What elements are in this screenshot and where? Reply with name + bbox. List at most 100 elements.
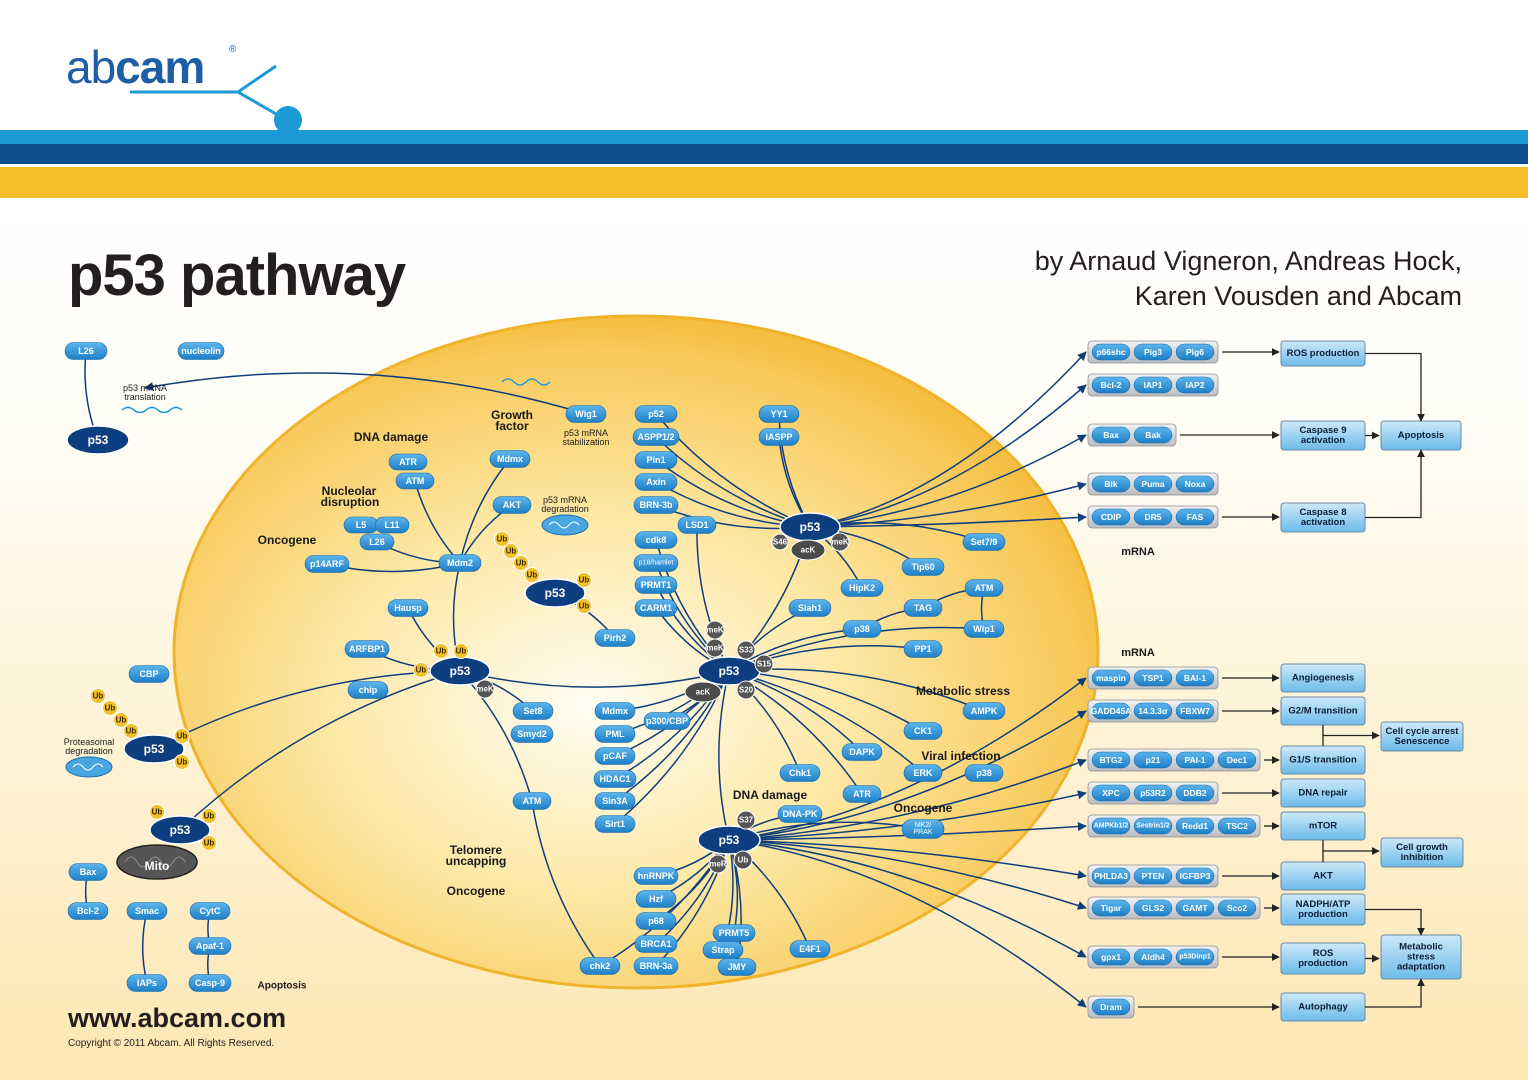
mitochondrion-cristae (124, 856, 186, 868)
gene-row_bcl2-2-label: IAP2 (1186, 380, 1205, 390)
gene-row_p66-2-label: Pig6 (1186, 347, 1204, 357)
ubiquitin-ub_m3-shape (413, 662, 429, 678)
outcome-out_g1s-label: G1/S transition (1289, 755, 1357, 766)
website-link[interactable]: www.abcam.com (68, 1003, 287, 1033)
outcome-out_ros2-label-line-1: ROS (1313, 948, 1334, 959)
edge-p53-to-row_blk (809, 481, 1087, 528)
mod-mod_mek_mid-label: meK (476, 685, 494, 694)
node-iaspp-label: iASPP (765, 432, 792, 442)
label-lbl_trans1: p53 mRNA (123, 383, 167, 393)
ubiquitin-ub_p4-label: Ub (126, 727, 137, 736)
node-akt1: AKT (492, 496, 532, 514)
node-brn3a-label: BRN-3a (640, 961, 674, 971)
node-arfbp1: ARFBP1 (344, 640, 390, 658)
ubiquitin-ub_m2-label: Ub (456, 647, 467, 656)
node-p53_top-label: p53 (800, 520, 821, 534)
label-lbl_mito: Mito (145, 859, 170, 873)
node-prmt1-shape (634, 576, 678, 594)
gene-row-row_tigar-frame (1087, 896, 1261, 920)
edge-lsd1-to-p53_center (696, 524, 730, 672)
label-lbl_telo2-text: uncapping (446, 854, 507, 868)
label-lbl_gf1: Growth (491, 408, 533, 422)
node-p300-shape (643, 712, 691, 730)
gene-row_ampk-1-label: Sestrin1/2 (1136, 823, 1170, 830)
proteasome-icon-2 (541, 514, 589, 536)
mrna-squiggle-left (121, 406, 183, 414)
gene-row_p66-1-label: Pig3 (1144, 347, 1162, 357)
node-smac: Smac (126, 902, 168, 920)
gene-row_bax-1-label: Bak (1145, 430, 1161, 440)
ubiquitin-ub_d6-shape (576, 598, 592, 614)
ubiquitin-ub_p3: Ub (113, 712, 129, 728)
outcome-out_mtor-label: mTOR (1309, 821, 1337, 832)
ubiquitin-ub_p1: Ub (90, 688, 106, 704)
gene-row_maspin-0-label: maspin (1096, 673, 1126, 683)
node-atm3: ATM (964, 579, 1004, 597)
node-chk1-shape (779, 764, 821, 782)
node-l26_top-shape (64, 342, 108, 360)
gene-row_tigar-2-label: GAMT (1182, 903, 1208, 913)
connector-out_autophagy-to-out_metab (1365, 978, 1425, 1008)
mod-mod_s15-label: S15 (757, 660, 772, 669)
gene-row_phlda-2-label: IGFBP3 (1180, 871, 1211, 881)
outcome-out_autophagy: Autophagy (1280, 992, 1366, 1022)
gene-row_btg2-1 (1133, 751, 1173, 769)
gene-row_phlda-0 (1091, 867, 1131, 885)
node-bcl2_l-shape (67, 902, 109, 920)
node-brn3a-shape (633, 957, 679, 975)
edge-p53-to-row_btg2 (728, 758, 1087, 841)
node-erk-shape (903, 764, 943, 782)
node-hipk2-shape (840, 579, 884, 597)
node-nucleolin: nucleolin (177, 342, 225, 360)
node-cbp-shape (128, 665, 170, 683)
ubiquitin-ub_d1-shape (494, 531, 510, 547)
edge-p53-to-row_tigar (728, 839, 1087, 910)
ubiquitin-ub_d5-label: Ub (579, 576, 590, 585)
node-bcl2_l: Bcl-2 (67, 902, 109, 920)
node-tag-shape (903, 599, 943, 617)
node-p38_2-shape (964, 764, 1004, 782)
node-sin3a-label: Sin3A (602, 796, 628, 806)
ubiquitin-ub_mt2-label: Ub (204, 812, 215, 821)
node-hdac1: HDAC1 (593, 770, 637, 788)
edge-p53-to-row_gadd (728, 710, 1087, 841)
outcome-out_growth-label-line-2: inhibition (1401, 852, 1444, 863)
outcome-out_angio: Angiogenesis (1280, 663, 1366, 693)
gene-row_phlda-1 (1133, 867, 1173, 885)
gene-row_xpc-2 (1175, 784, 1215, 802)
node-mdmx1-shape (489, 450, 531, 468)
node-brca1: BRCA1 (634, 935, 678, 953)
gene-row_cdip-0 (1091, 508, 1131, 526)
outcome-out_dna-box (1280, 778, 1366, 808)
mod-mod_ack1-shape (790, 539, 826, 561)
node-siah1: Siah1 (788, 599, 832, 617)
mod-mod_mer-shape (708, 854, 728, 874)
node-yy1-shape (758, 405, 800, 423)
mod-mod_ub_b-shape (733, 850, 753, 870)
stripe-light-blue (0, 130, 1528, 144)
label-lbl_viral: Viral infection (921, 749, 1000, 763)
gene-row_tigar-0-label: Tigar (1101, 903, 1122, 913)
gene-row_tigar-3 (1217, 899, 1257, 917)
node-chk2: chk2 (579, 957, 621, 975)
gene-row_gadd-2-label: FBXW7 (1180, 706, 1210, 716)
node-p53_center-label: p53 (719, 664, 740, 678)
node-tag: TAG (903, 599, 943, 617)
gene-row_gadd-1-label: 14.3.3σ (1138, 706, 1168, 716)
node-cdk8-shape (634, 531, 678, 549)
mod-mod_ub_b-label: Ub (738, 856, 749, 865)
node-set79-shape (962, 533, 1006, 551)
ubiquitin-ub_p5: Ub (174, 728, 190, 744)
edge-p53-to-row_bax (809, 434, 1087, 528)
node-jmy-shape (717, 958, 757, 976)
node-atr2: ATR (842, 785, 882, 803)
node-sirt1: Sirt1 (594, 815, 636, 833)
node-l26_top-label: L26 (78, 346, 94, 356)
outcome-out_metab-label-line-3: adaptation (1397, 961, 1445, 972)
node-iaps: IAPs (126, 974, 168, 992)
node-p18-shape (633, 554, 679, 572)
outcome-out_akt: AKT (1280, 861, 1366, 891)
